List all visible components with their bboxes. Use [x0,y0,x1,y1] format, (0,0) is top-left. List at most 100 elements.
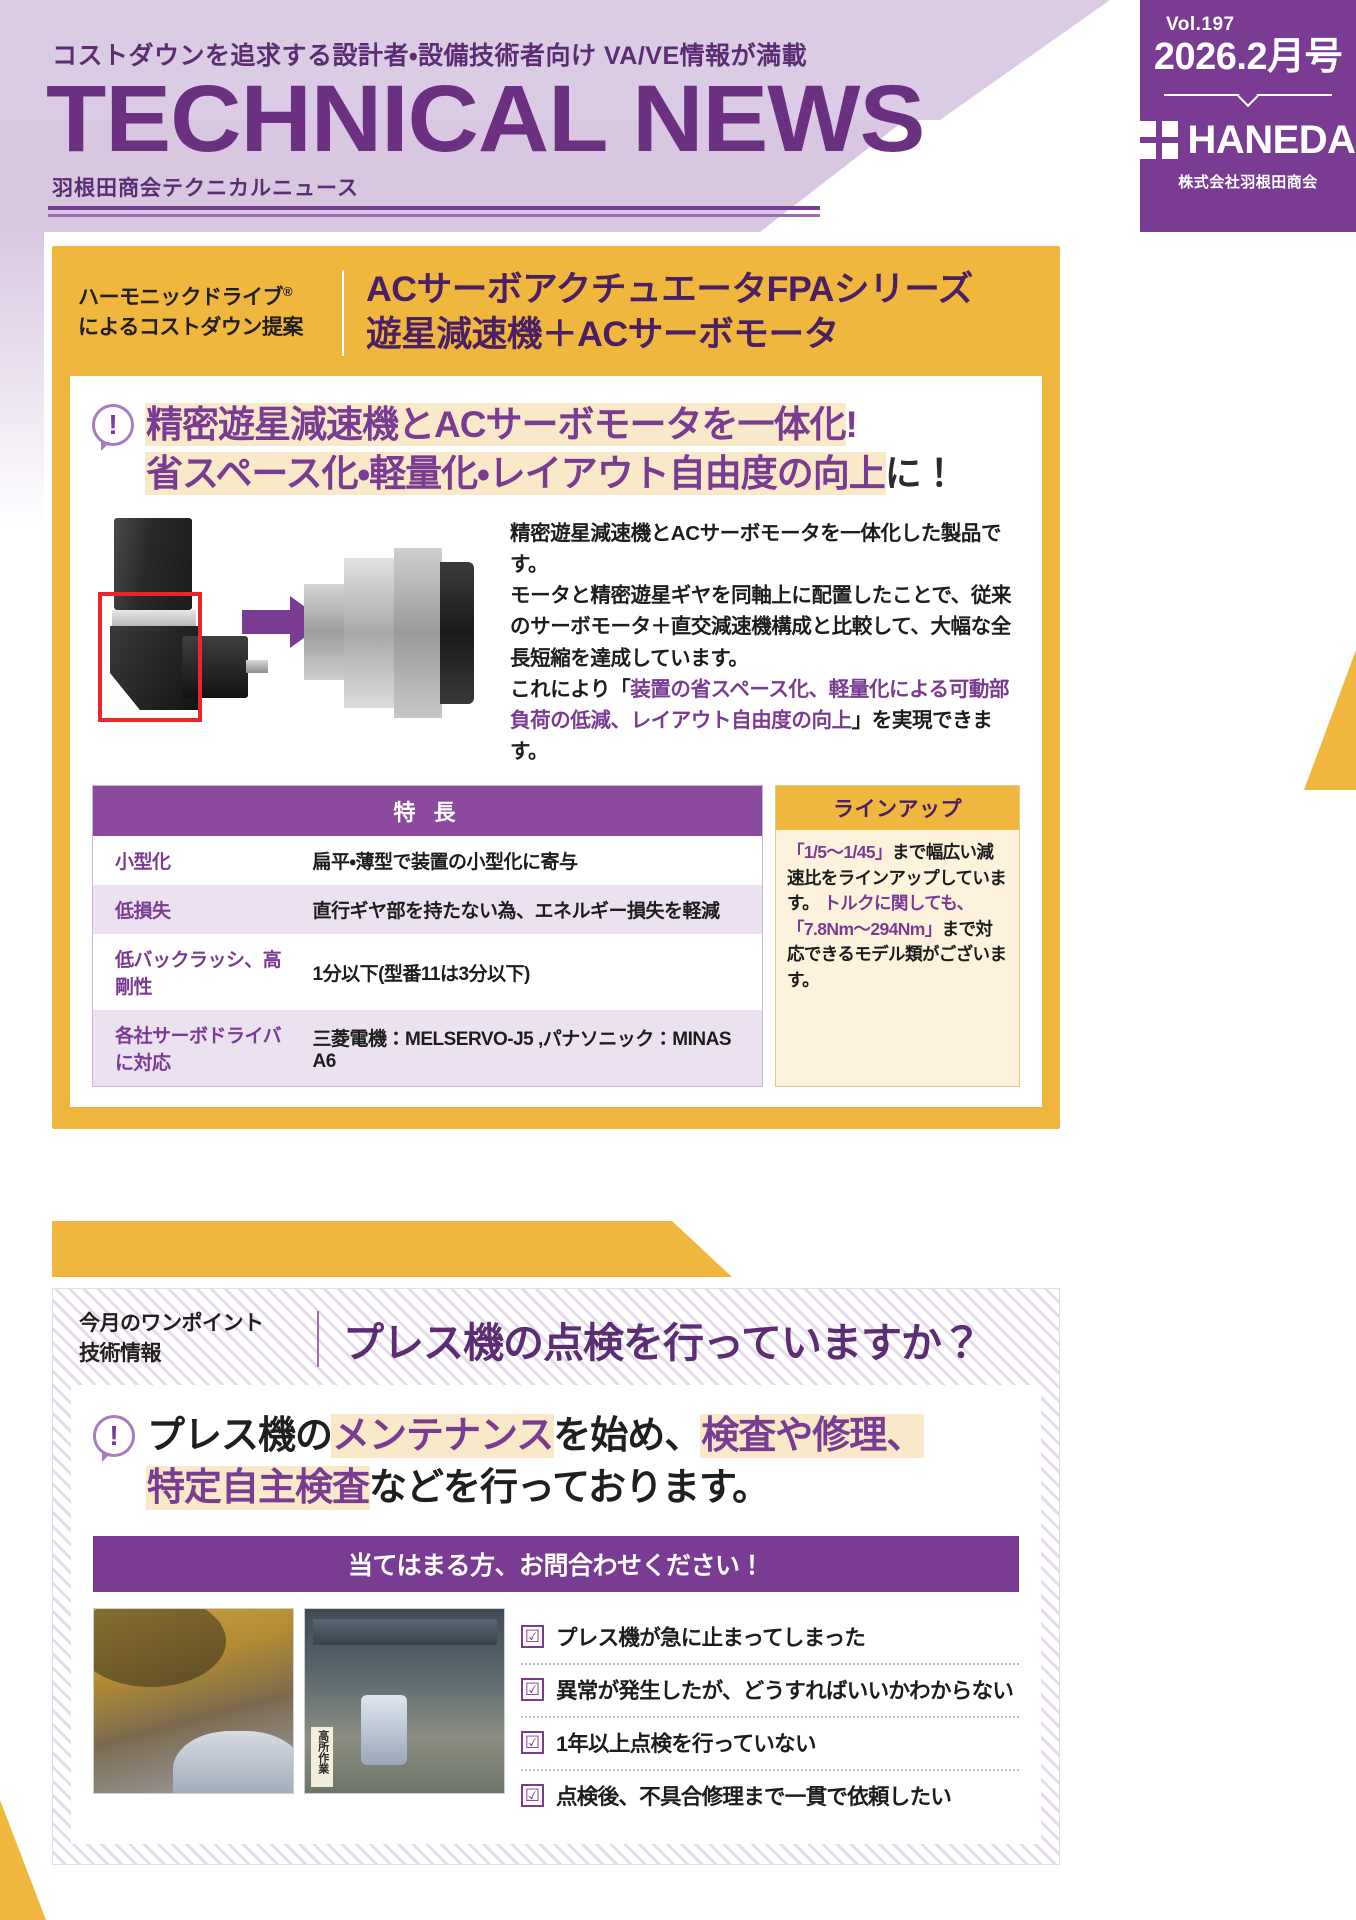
fpa-gear-part [344,558,396,708]
chevron-down-icon [1164,93,1332,96]
right-corner-accent [1304,650,1356,790]
checkbox-icon[interactable]: ☑ [521,1784,544,1808]
masthead-rule-thin [48,214,820,217]
section2-divider [317,1311,319,1367]
section1-title: ACサーボアクチュエータFPAシリーズ 遊星減速機＋ACサーボモータ [366,268,973,358]
section1-headline-line2: 省スペース化・軽量化・レイアウト自由度の向上に！ [146,449,958,498]
features-table: 特 長 小型化 扁平・薄型で装置の小型化に寄与 低損失 直行ギヤ部を持たない為、… [92,785,763,1088]
volume-panel: Vol.197 2026.2月号 HANEDA 株式会社羽根田商会 [1140,0,1356,232]
masthead-lilac-shape-2 [0,0,1110,120]
registered-icon: ® [283,283,293,299]
section1-paragraph-1: 精密遊星減速機とACサーボモータを一体化した製品です。 [510,522,1002,577]
lineup-header: ラインアップ [776,786,1019,831]
fpa-flange-part [304,584,346,680]
section2-kicker-line2: 技術情報 [79,1342,162,1365]
section1-description: 精密遊星減速機とACサーボモータを一体化した製品です。 モータと精密遊星ギヤを同… [510,518,1020,767]
feature-value: 直行ギヤ部を持たない為、エネルギー損失を軽減 [304,885,763,935]
features-table-header: 特 長 [92,785,763,837]
inspection-photo-1 [93,1608,294,1795]
section2-headline-line1: プレス機のメンテナンスを始め、検査や修理、 [147,1411,924,1463]
section2-headline-l1d: 検査や修理、 [701,1415,924,1457]
section1-paragraph-3-post: 」を実現できます。 [510,708,993,764]
brand-name: HANEDA [1187,117,1356,162]
exclamation-icon: ! [92,403,134,451]
product-comparison-figure [92,518,492,750]
table-row: 小型化 扁平・薄型で装置の小型化に寄与 [92,836,763,886]
table-row: 低バックラッシ、高剛性 1分以下(型番11は3分以下) [92,934,763,1011]
section1-banner: ハーモニックドライブ® によるコストダウン提案 ACサーボアクチュエータFPAシ… [52,246,1060,376]
features-table-header-row: 特 長 [92,785,763,837]
masthead: コストダウンを追求する設計者・設備技術者向け VA/VE情報が満載 TECHNI… [0,0,1356,232]
masthead-rule-thick [48,206,820,210]
checkbox-icon[interactable]: ☑ [521,1731,544,1755]
servo-motor-part [182,636,248,698]
masthead-subtitle: 羽根田商会テクニカルニュース [52,177,359,200]
section2-card: ! プレス機のメンテナンスを始め、検査や修理、 特定自主検査などを行っております… [71,1385,1041,1845]
list-item[interactable]: ☑ 異常が発生したが、どうすればいいかわからない [521,1665,1019,1719]
output-shaft-part [246,660,268,673]
section1-headline-lines: 精密遊星減速機とACサーボモータを一体化! 省スペース化・軽量化・レイアウト自由… [146,400,958,498]
gearbox-collar-part [112,610,196,626]
checkbox-icon[interactable]: ☑ [521,1625,544,1649]
exclamation-icon: ! [93,1415,135,1462]
masthead-tagline: コストダウンを追求する設計者・設備技術者向け VA/VE情報が満載 [52,42,808,70]
fpa-motor-part [440,562,474,704]
checkbox-icon[interactable]: ☑ [521,1678,544,1702]
section2-kicker: 今月のワンポイント 技術情報 [79,1309,315,1369]
section2-headline-lines: プレス機のメンテナンスを始め、検査や修理、 特定自主検査などを行っております。 [147,1411,924,1514]
section1-paragraph-2: モータと精密遊星ギヤを同軸上に配置したことで、従来のサーボモータ＋直交減速機構成… [510,584,1012,670]
checklist-label: プレス機が急に止まってしまった [556,1626,866,1651]
cta-banner: 当てはまる方、お問合わせください！ [93,1536,1019,1593]
section1-title-line1: ACサーボアクチュエータFPAシリーズ [366,270,973,309]
feature-key: 各社サーボドライバに対応 [92,1010,305,1087]
volume-number: Vol.197 [1166,14,1235,35]
section1-body: 精密遊星減速機とACサーボモータを一体化した製品です。 モータと精密遊星ギヤを同… [92,518,1020,767]
haneda-logo-icon [1140,121,1179,160]
section1-headline-line2-mark: 省スペース化・軽量化・レイアウト自由度の向上 [146,452,886,494]
checklist: ☑ プレス機が急に止まってしまった ☑ 異常が発生したが、どうすればいいかわから… [521,1608,1019,1822]
checklist-label: 1年以上点検を行っていない [556,1732,816,1757]
section2-headline-block: ! プレス機のメンテナンスを始め、検査や修理、 特定自主検査などを行っております… [93,1411,1019,1514]
section1-bottom-flag [52,1221,732,1277]
list-item[interactable]: ☑ プレス機が急に止まってしまった [521,1612,1019,1666]
lineup-torque-text: まで対応できるモデル類がございます。 [787,918,1007,990]
photo-caption: 高所作業 [311,1727,333,1788]
left-edge-accent [0,232,44,532]
feature-key: 小型化 [92,836,305,886]
bottom-left-accent [0,1800,46,1920]
section-press-inspection: 今月のワンポイント 技術情報 プレス機の点検を行っていますか？ ! プレス機のメ… [52,1288,1060,1866]
section2-banner: 今月のワンポイント 技術情報 プレス機の点検を行っていますか？ [53,1289,1059,1385]
section1-headline-line1: 精密遊星減速機とACサーボモータを一体化! [146,400,957,449]
list-item[interactable]: ☑ 1年以上点検を行っていない [521,1718,1019,1772]
section2-headline-l1b: メンテナンス [332,1415,554,1457]
inspection-photos: 高所作業 [93,1608,505,1822]
section1-headline-line1-tail: ! [845,403,857,445]
feature-key: 低損失 [92,885,305,935]
section1-kicker: ハーモニックドライブ® によるコストダウン提案 [78,283,336,343]
lineup-body: 「1/5〜1/45」まで幅広い減速比をラインアップしています。 トルクに関しても… [776,830,1019,1005]
section2-kicker-line1: 今月のワンポイント [79,1312,264,1336]
section2-headline-l1a: プレス機の [147,1415,333,1457]
feature-value: 三菱電機：MELSERVO-J5 ,パナソニック：MINAS A6 [304,1010,763,1087]
feature-key: 低バックラッシ、高剛性 [92,934,305,1011]
highlight-red-box [98,592,202,722]
page-title: TECHNICAL NEWS [46,66,925,172]
company-name: 株式会社羽根田商会 [1178,173,1318,191]
section1-headline-block: ! 精密遊星減速機とACサーボモータを一体化! 省スペース化・軽量化・レイアウト… [92,400,1020,498]
list-item[interactable]: ☑ 点検後、不具合修理まで一貫で依頼したい [521,1771,1019,1822]
section1-card: ! 精密遊星減速機とACサーボモータを一体化! 省スペース化・軽量化・レイアウト… [70,375,1042,1108]
section2-body: 高所作業 ☑ プレス機が急に止まってしまった ☑ 異常が発生したが、どうすればい… [93,1608,1019,1822]
feature-value: 1分以下(型番11は3分以下) [304,934,763,1011]
section2-title: プレス機の点検を行っていますか？ [343,1320,982,1366]
checklist-label: 異常が発生したが、どうすればいいかわからない [556,1679,1014,1704]
lineup-torque-lead: トルクに関しても、 [823,893,974,914]
feature-value: 扁平・薄型で装置の小型化に寄与 [304,836,763,886]
checklist-label: 点検後、不具合修理まで一貫で依頼したい [556,1785,952,1810]
lineup-torque-range: 「7.8Nm〜294Nm」 [787,918,942,939]
fpa-housing-part [394,548,442,718]
lineup-ratio-text: まで幅広い減速比をラインアップしています。 [787,842,1007,914]
section1-kicker-line2: によるコストダウン提案 [78,315,303,339]
section1-paragraph-3-highlight: 装置の省スペース化、軽量化による可動部負荷の低減、レイアウト自由度の向上 [510,677,1010,732]
lineup-ratio-range: 「1/5〜1/45」 [787,842,892,863]
